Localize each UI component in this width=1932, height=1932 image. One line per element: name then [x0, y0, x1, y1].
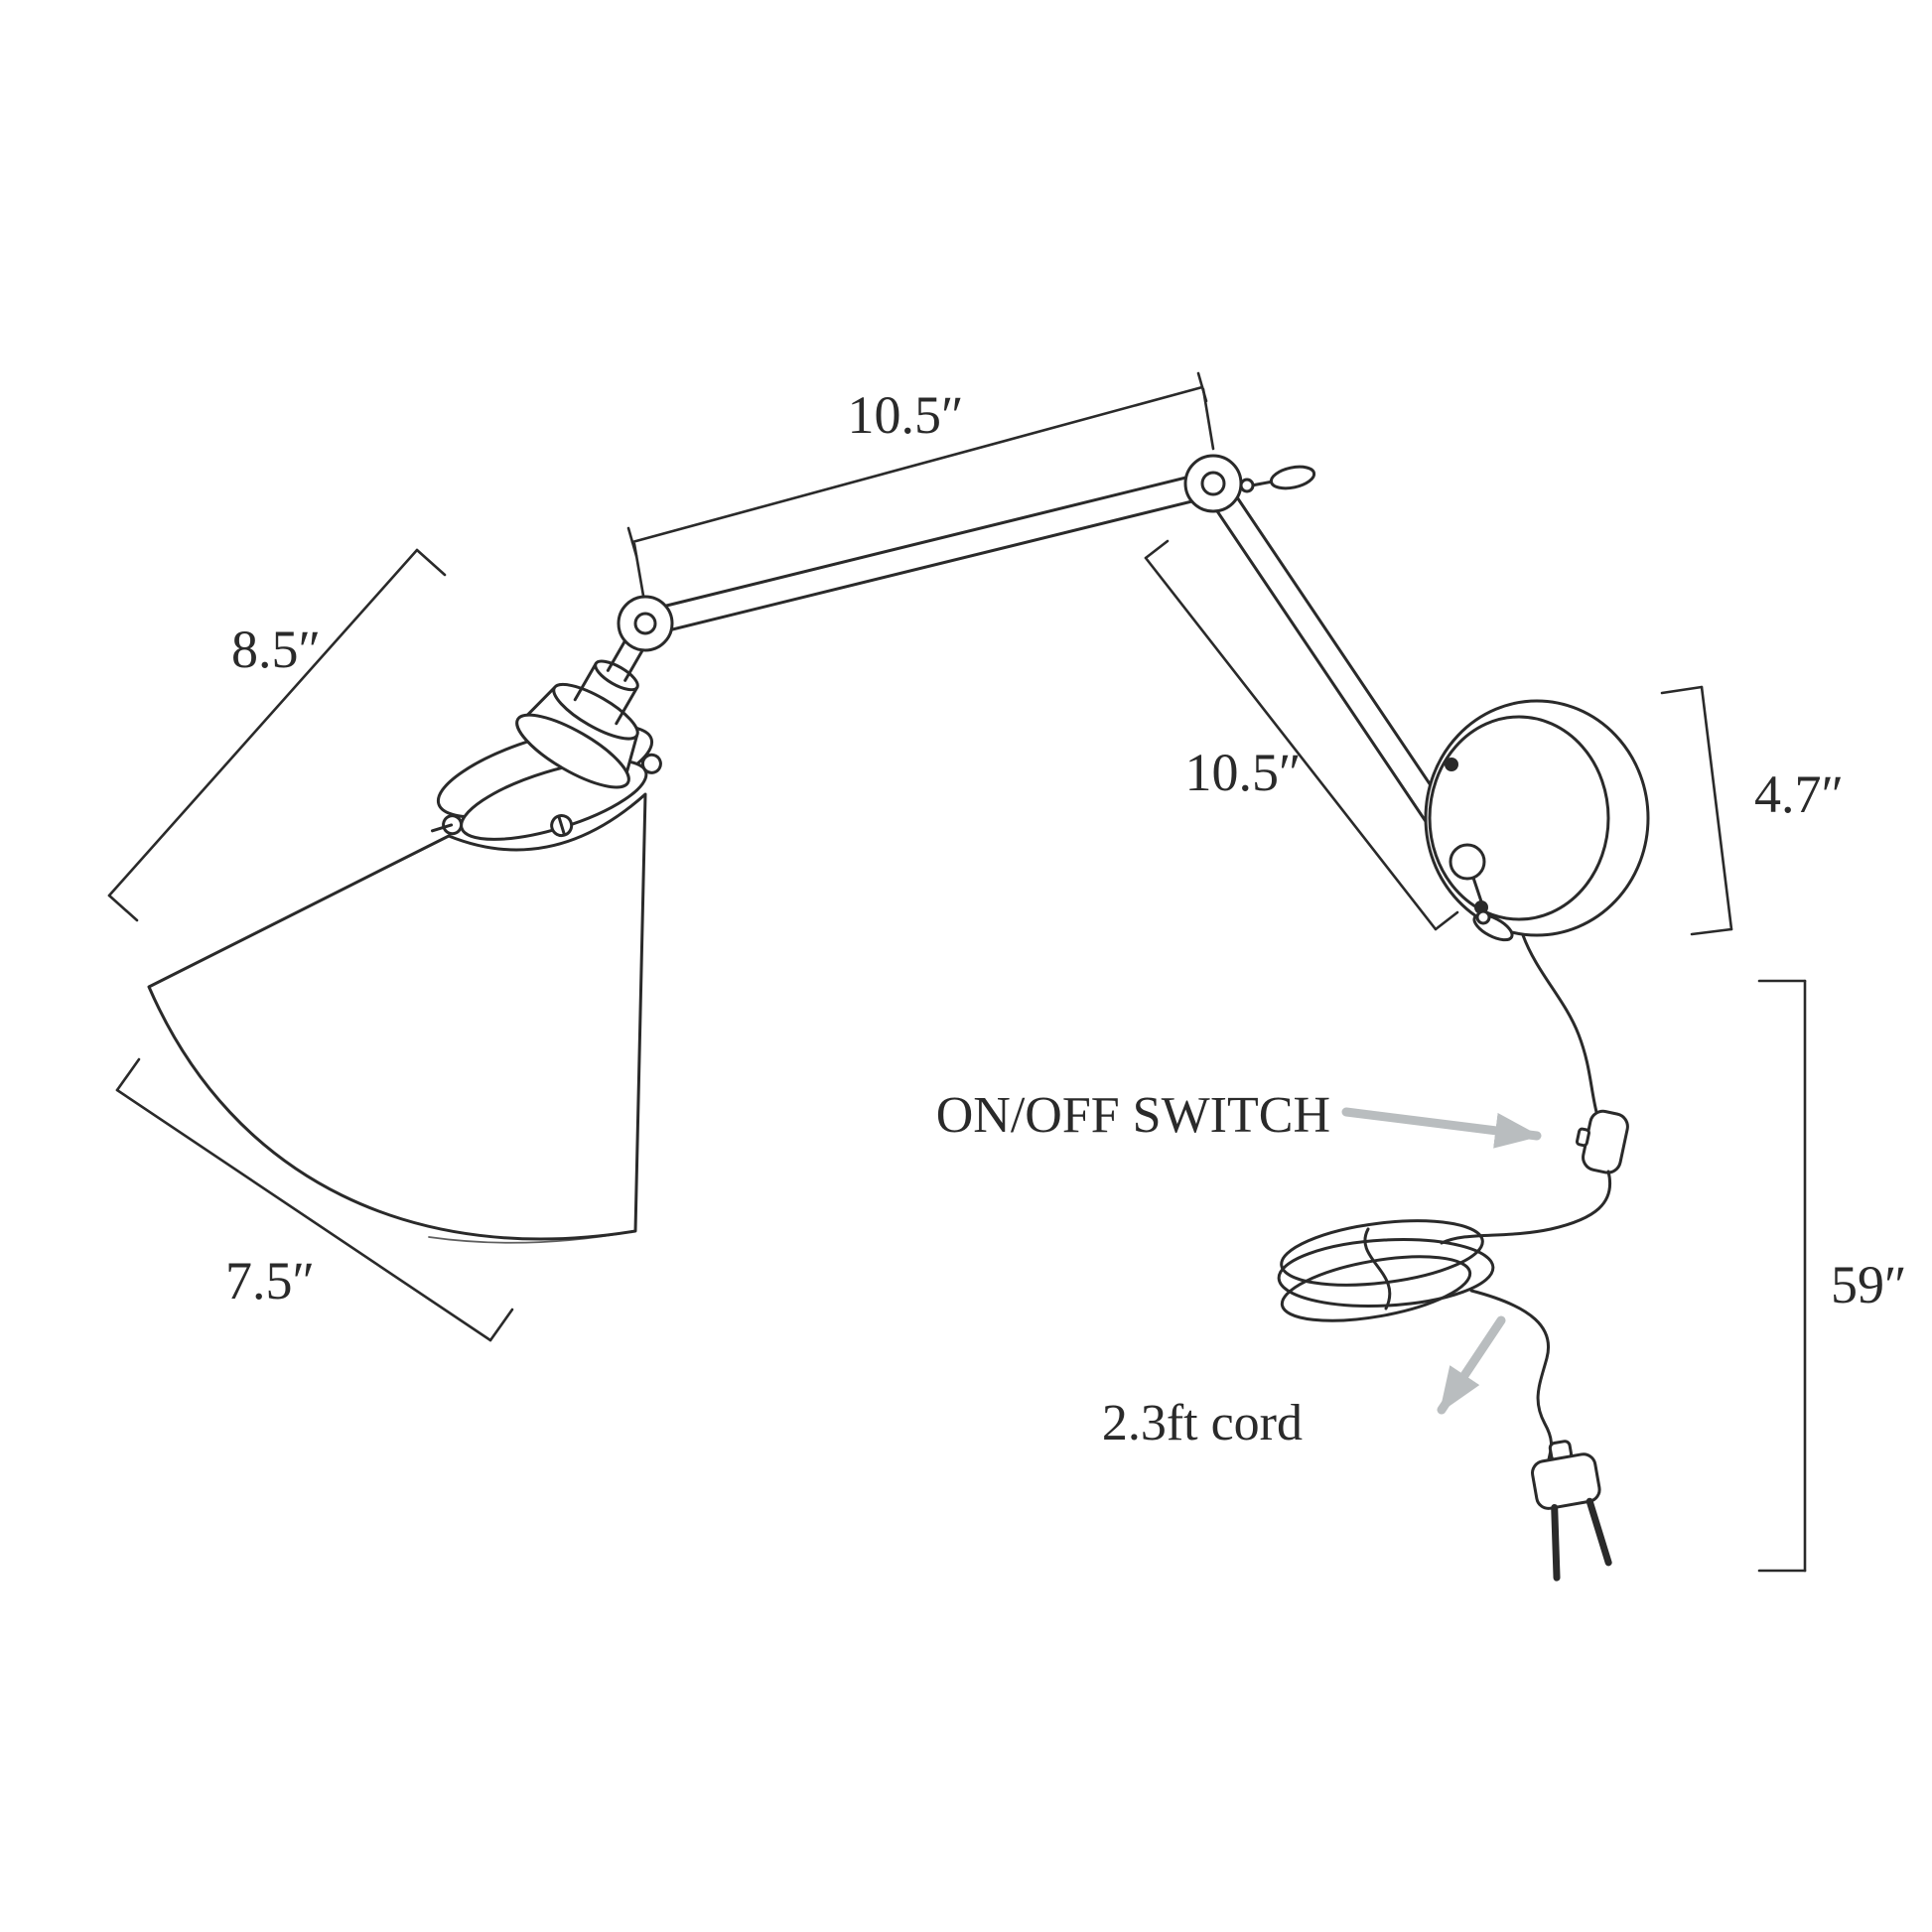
switch-pointer-arrow: [1341, 1107, 1542, 1149]
socket-bulge: [515, 713, 630, 789]
fitter-screw-right: [640, 753, 662, 774]
wall-plate-inner: [1428, 715, 1610, 921]
coil-loop-1: [1280, 1219, 1484, 1287]
top-elbow-joint: [1183, 454, 1316, 513]
dimension-shade-width: [115, 1057, 514, 1342]
shade-elbow-joint: [617, 595, 674, 652]
shade-outline: [147, 792, 647, 1241]
end-tick: [626, 371, 1208, 558]
end-tick: [1660, 685, 1733, 936]
wall-joint-nut: [1475, 909, 1491, 925]
switch-label: ON/OFF SWITCH: [936, 1087, 1330, 1144]
coil-knot: [1363, 1227, 1392, 1311]
end-tick: [115, 1057, 514, 1342]
socket-top-collar: [594, 659, 639, 692]
cord-upper-run: [1521, 933, 1598, 1114]
cord-lower-run: [1469, 1289, 1553, 1461]
lamp-socket: [515, 623, 653, 789]
upper-arm: [640, 470, 1218, 637]
cord-coil: [1277, 1219, 1495, 1322]
wall-plate-screw-top: [1445, 758, 1458, 771]
cord-mid-run: [1440, 1170, 1611, 1245]
shade-elbow-pin: [633, 612, 657, 635]
dim-wall-plate-value: 4.7″: [1754, 764, 1844, 824]
end-tick: [1144, 539, 1459, 931]
end-tick: [107, 548, 447, 922]
dimension-line: [107, 548, 419, 897]
lamp-drawing: [147, 454, 1650, 1582]
lamp-shade: [147, 792, 647, 1244]
wing-screw-nut: [1239, 478, 1255, 493]
fitter-side-bolt: [431, 823, 454, 833]
wall-joint-stem: [1471, 876, 1487, 915]
top-elbow-pin: [1200, 471, 1226, 496]
dimension-upper-arm: [626, 371, 1215, 598]
wall-joint-hub: [1449, 843, 1486, 881]
inline-switch: [1575, 1109, 1629, 1174]
wall-plate: [1424, 699, 1650, 937]
dim-cord-drop-value: 59″: [1831, 1255, 1907, 1314]
shade-inner-rim: [428, 1230, 636, 1244]
dimension-lower-arm: [1144, 539, 1459, 931]
dim-lower-arm-value: 10.5″: [1185, 743, 1302, 802]
callout-labels: ON/OFF SWITCH 2.3ft cord: [936, 1087, 1542, 1451]
upper-arm-rod: [640, 470, 1218, 637]
dimension-wall-plate: [1660, 685, 1733, 936]
dimension-line: [115, 1088, 492, 1342]
dimension-annotations: 10.5″ 8.5″ 10.5″ 4.7″: [107, 371, 1907, 1573]
power-plug: [1531, 1440, 1612, 1582]
dim-shade-height-value: 8.5″: [231, 620, 321, 679]
dimension-line: [1700, 685, 1733, 931]
dim-shade-width-value: 7.5″: [225, 1251, 315, 1311]
cord-label: 2.3ft cord: [1102, 1395, 1303, 1451]
coil-loop-3: [1280, 1255, 1472, 1322]
cord-pointer-arrow: [1437, 1315, 1506, 1415]
dim-upper-arm-value: 10.5″: [848, 385, 964, 445]
end-tick: [1757, 979, 1807, 1573]
plug-body: [1531, 1452, 1601, 1510]
coil-loop-2: [1277, 1238, 1495, 1308]
wall-joint: [1449, 843, 1514, 942]
dimension-line: [1144, 556, 1438, 931]
dimension-shade-height: [107, 548, 447, 922]
wall-plate-outer: [1424, 699, 1650, 937]
dimension-line: [630, 385, 1204, 544]
switch-nub: [1575, 1127, 1590, 1148]
socket-neck: [573, 661, 639, 726]
plug-prongs: [1551, 1497, 1612, 1582]
fitter-screw-slot: [557, 815, 566, 836]
wing-screw-wing: [1269, 465, 1316, 490]
dimension-cord-drop: [1757, 979, 1807, 1573]
